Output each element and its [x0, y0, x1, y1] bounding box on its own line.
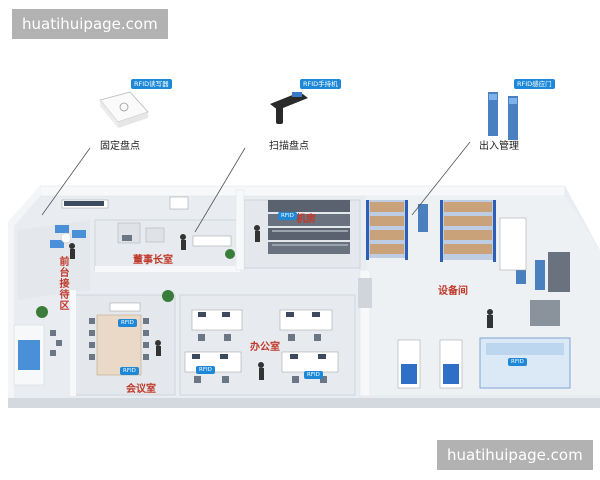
gate-post — [535, 260, 545, 290]
tall-cabinet — [499, 217, 527, 271]
shelf-left — [366, 200, 408, 260]
plant — [162, 290, 174, 302]
desk — [145, 227, 165, 243]
wall — [70, 290, 76, 396]
person — [180, 234, 186, 240]
left-wall — [8, 186, 40, 398]
room-chairman-label: 董事长室 — [133, 255, 173, 266]
cabinet-door — [443, 364, 459, 384]
person — [258, 362, 264, 368]
room-office-label: 办公室 — [250, 342, 280, 353]
room-reception-label: 前台接待区 — [57, 256, 68, 311]
projector-screen — [109, 302, 141, 312]
person — [181, 240, 186, 250]
person — [487, 315, 493, 328]
callout-line — [411, 141, 471, 216]
person — [156, 346, 161, 356]
person — [254, 225, 260, 231]
person — [69, 243, 75, 249]
chair — [122, 235, 132, 241]
callout-line — [41, 147, 91, 216]
watermark-bottom: huatihuipage.com — [437, 440, 593, 470]
watermark-top: huatihuipage.com — [12, 9, 168, 39]
gate-tag: RFID感应门 — [514, 79, 555, 89]
reader-caption: 固定盘点 — [100, 141, 140, 152]
reception-floor — [18, 220, 90, 300]
sofa — [72, 230, 86, 238]
gate-post — [418, 204, 428, 232]
coffee-table — [60, 232, 72, 244]
room-meeting-label: 会议室 — [126, 384, 156, 395]
front-panel — [18, 340, 40, 370]
machine — [530, 300, 560, 326]
office-monitors — [192, 312, 326, 359]
rfid-reader-device — [99, 91, 149, 128]
corridor-wall — [359, 269, 371, 397]
partition-door — [358, 278, 372, 308]
callout-line — [194, 147, 246, 233]
plant — [225, 249, 235, 259]
handheld-caption: 扫描盘点 — [269, 141, 309, 152]
sofa — [55, 225, 69, 233]
desk — [192, 235, 232, 247]
office-chairs — [194, 334, 327, 383]
rfid-sticker: RFID — [196, 366, 215, 374]
reader-tag: RFID读写器 — [131, 79, 172, 89]
rfid-handheld-device — [270, 92, 308, 124]
room-equipment-label: 设备间 — [438, 286, 468, 297]
rfid-gate-device — [488, 92, 518, 140]
rfid-sticker: RFID — [120, 367, 139, 375]
back-wall — [39, 185, 566, 197]
rfid-sticker: RFID — [118, 319, 137, 327]
divider-wall — [235, 189, 245, 271]
rfid-sticker: RFID — [304, 371, 323, 379]
sofa — [50, 240, 64, 248]
person — [487, 309, 493, 315]
gate-caption: 出入管理 — [479, 141, 519, 152]
plant — [36, 306, 48, 318]
person — [255, 231, 260, 242]
rfid-sticker: RFID — [278, 212, 297, 220]
meeting-chairs — [89, 318, 149, 360]
reception-panel — [64, 201, 104, 206]
person — [155, 340, 161, 346]
floor-slab-edge — [8, 398, 600, 408]
picture-frame — [169, 196, 189, 210]
tall-cabinet — [548, 252, 570, 292]
room-machine-label: 机房 — [296, 214, 316, 225]
shelf-right — [440, 200, 496, 262]
lobby-chairs — [50, 330, 62, 356]
person — [70, 249, 75, 259]
cabinet-door — [401, 364, 417, 384]
wall — [95, 266, 240, 272]
person — [259, 368, 264, 380]
handheld-tag: RFID手持机 — [300, 79, 341, 89]
display-case — [486, 343, 564, 355]
rfid-sticker: RFID — [508, 358, 527, 366]
